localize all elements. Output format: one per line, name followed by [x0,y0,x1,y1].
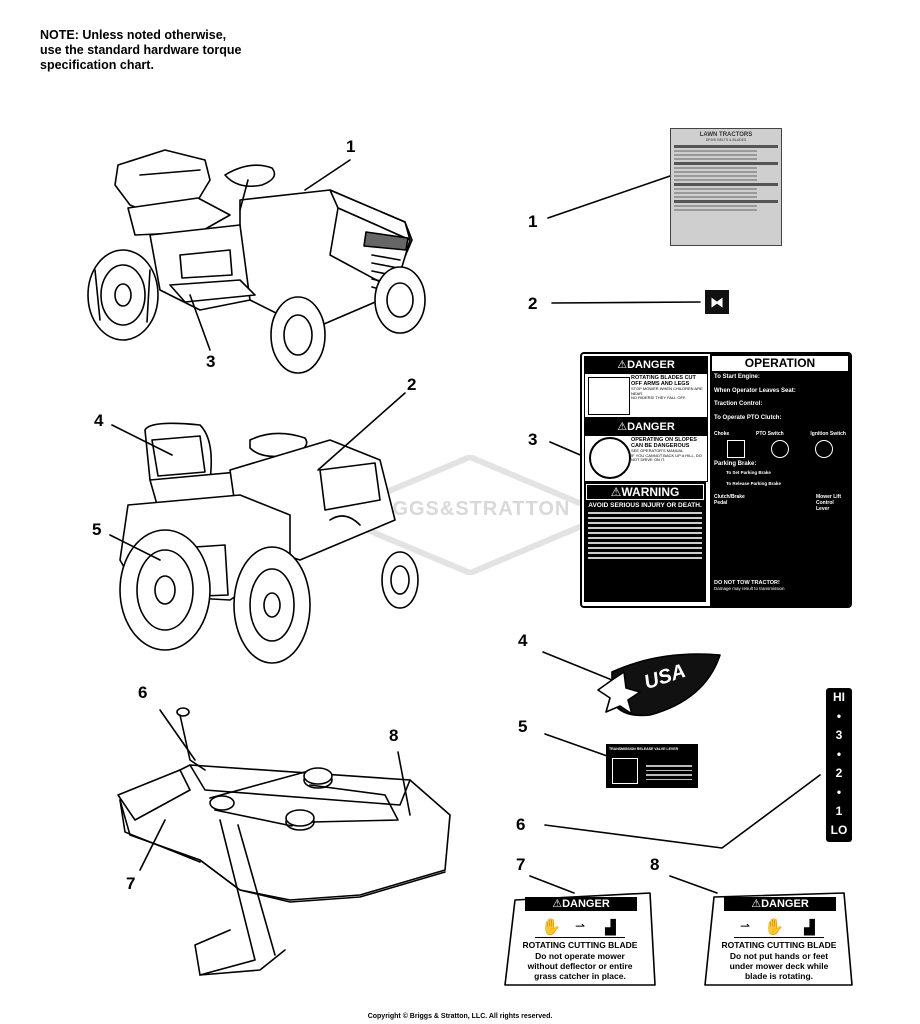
decal-5-transmission-release: TRANSMISSION RELEASE VALVE LEVER [606,744,698,788]
op-parking-brake: Parking Brake: [714,461,757,467]
warning-header: ⚠WARNING [586,484,704,500]
callout-2-decal: 2 [528,294,538,313]
callout-4-tractor: 4 [94,411,104,430]
usa-decal-shape [597,653,721,717]
watermark-text: BRIGGS&STRATTON [355,498,571,520]
decal-7-header: ⚠DANGER [525,897,637,911]
warning-heading: AVOID SERIOUS INJURY OR DEATH. [588,502,702,509]
operation-panel: OPERATION To Start Engine: When Operator… [710,354,850,606]
lever-pictogram-icon [612,758,638,784]
callout-3-tractor: 3 [206,352,216,371]
decal-6-speed-selector: HI • 3 • 2 • 1 LO [826,688,852,842]
speed-hi: HI [833,690,845,704]
ignition-icon [815,440,833,458]
callout-3-decal: 3 [528,430,538,449]
decal-1-title: LAWN TRACTORS [699,132,753,138]
op-tow-warning: DO NOT TOW TRACTOR! [714,580,780,586]
danger-2-sub: SEE OPERATOR'S MANUAL. [631,448,685,453]
decal-7-line-1: Do not operate mower [535,951,625,961]
mower-deck [117,707,451,976]
danger-1-sub2: NO RIDERS! THEY FALL OFF. [631,395,687,400]
speed-dot-3: • [836,785,842,799]
decal-7-line-2: without deflector or entire [527,961,633,971]
op-set-brake: To Set Parking Brake [726,470,771,475]
danger-1-sub: STOP MOWER WHEN CHILDREN ARE NEAR. [631,386,703,396]
op-tow-sub: Damage may result to transmission [714,586,785,591]
callout-5-tractor: 5 [92,520,102,539]
tractor-front-view [87,149,426,374]
decal-8-body: Do not put hands or feet under mower dec… [704,951,854,981]
op-lift-label: Mower Lift Control Lever [816,494,841,512]
hand-blade-pictogram-icon: ✋ ⇀ ▟ [535,915,625,938]
decal-3-danger-operation: ⚠DANGER ROTATING BLADES CUT OFF ARMS AND… [580,352,852,608]
op-start-engine: To Start Engine: [714,374,760,380]
op-clutch-label: Clutch/Brake Pedal [714,494,745,506]
note-line-3: specification chart. [40,58,154,72]
danger-1-heading: ROTATING BLADES CUT OFF ARMS AND LEGS [631,375,696,387]
decal-5-title: TRANSMISSION RELEASE VALVE LEVER [609,747,679,751]
torque-note: NOTE: Unless noted otherwise, use the st… [40,28,300,73]
decal-8-danger-hands-feet: ⚠DANGER ⇀ ✋ ▟ ROTATING CUTTING BLADE Do … [704,895,854,985]
callout-6-decal: 6 [516,815,526,834]
speed-dot-1: • [836,709,842,723]
decal-2-choke-icon: ⧓ [705,290,729,314]
callout-4-decal: 4 [518,631,528,650]
callout-6-deck: 6 [138,683,148,702]
op-ignition-label: Ignition Switch [810,431,846,437]
op-pto-switch-label: PTO Switch [756,431,784,437]
operation-title: OPERATION [712,356,848,371]
blade-foot-pictogram-icon: ⇀ ✋ ▟ [734,915,824,938]
decal-7-title: ROTATING CUTTING BLADE [522,940,638,950]
danger-box-blades: ⚠DANGER ROTATING BLADES CUT OFF ARMS AND… [584,356,708,418]
decal-1-subtitle: DRIVE BELTS & BLADES [705,138,747,142]
pto-switch-icon [771,440,789,458]
danger-box-slopes: ⚠DANGER OPERATING ON SLOPES CAN BE DANGE… [584,418,708,482]
warning-box: ⚠WARNING AVOID SERIOUS INJURY OR DEATH. [584,482,706,602]
decal-8-line-1: Do not put hands or feet [729,951,829,961]
decal-7-body: Do not operate mower without deflector o… [505,951,655,981]
decal-8-header: ⚠DANGER [724,897,836,911]
note-line-1: NOTE: Unless noted otherwise, [40,28,227,42]
op-traction: Traction Control: [714,401,763,407]
speed-1: 1 [835,804,843,818]
danger-header-1: ⚠DANGER [585,357,707,374]
decal-8-title: ROTATING CUTTING BLADE [721,940,837,950]
op-pto-clutch: To Operate PTO Clutch: [714,414,782,421]
tractor-rear-view [119,422,419,664]
decal8-frame [704,892,853,986]
callout-1-tractor: 1 [346,137,356,156]
callout-8-decal: 8 [650,855,660,874]
decal-7-line-3: grass catcher in place. [534,971,626,981]
decal-7-danger-deflector: ⚠DANGER ✋ ⇀ ▟ ROTATING CUTTING BLADE Do … [505,895,655,985]
callout-5-decal: 5 [518,717,528,736]
callout-7-deck: 7 [126,874,136,893]
speed-dot-2: • [836,747,842,761]
decal-1-lawn-tractors: LAWN TRACTORS DRIVE BELTS & BLADES [670,128,782,246]
callout-2-tractor: 2 [407,375,417,394]
callout-8-deck: 8 [389,726,399,745]
speed-3: 3 [835,728,843,742]
op-choke-label: Choke [714,431,730,437]
danger-2-sub2: IF YOU CANNOT BACK UP A HILL, DO NOT DRI… [631,452,702,462]
speed-2: 2 [835,766,843,780]
slope-prohibited-icon [589,437,631,479]
callout-7-decal: 7 [516,855,526,874]
decal-8-line-3: blade is rotating. [744,971,813,981]
danger-2-heading: OPERATING ON SLOPES CAN BE DANGEROUS [631,437,697,449]
note-line-2: use the standard hardware torque [40,43,242,57]
op-leave-seat: When Operator Leaves Seat: [714,387,796,394]
decal-8-line-2: under mower deck while [729,961,829,971]
decal7-frame [504,892,656,986]
danger-header-2: ⚠DANGER [585,419,707,436]
rider-pictogram-icon [588,377,630,415]
op-release-brake: To Release Parking Brake [726,481,781,486]
choke-icon [727,440,745,458]
callout-1-decal: 1 [528,212,538,231]
speed-lo: LO [830,823,848,837]
copyright-footer: Copyright © Briggs & Stratton, LLC. All … [367,1013,553,1020]
